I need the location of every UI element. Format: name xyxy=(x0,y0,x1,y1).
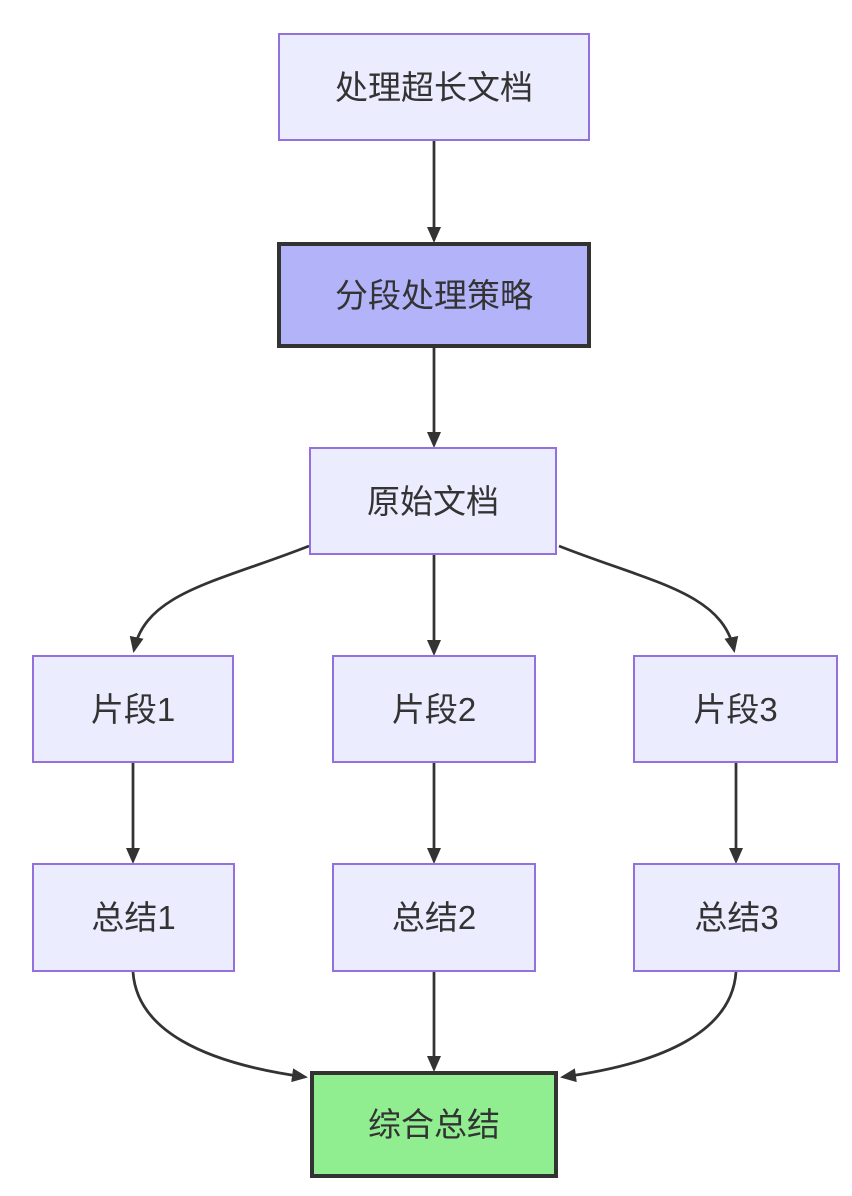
edge-summary1-final xyxy=(131,971,308,1083)
node-chunk-1-label: 片段1 xyxy=(90,690,176,728)
node-chunk-3: 片段3 xyxy=(633,655,838,763)
node-chunk-2-label: 片段2 xyxy=(391,690,477,728)
node-strategy-label: 分段处理策略 xyxy=(335,276,533,314)
node-strategy: 分段处理策略 xyxy=(277,242,591,348)
node-chunk-1: 片段1 xyxy=(32,655,234,763)
node-root: 处理超长文档 xyxy=(278,33,590,141)
edge-summary3-final xyxy=(560,971,738,1083)
node-root-label: 处理超长文档 xyxy=(335,68,533,106)
node-summary-3: 总结3 xyxy=(633,863,840,972)
node-source-doc-label: 原始文档 xyxy=(367,482,499,520)
edge-source-chunk3 xyxy=(558,544,739,653)
node-summary-2-label: 总结2 xyxy=(391,899,477,936)
node-final-summary-label: 综合总结 xyxy=(368,1106,500,1143)
node-summary-2: 总结2 xyxy=(332,863,536,972)
node-final-summary: 综合总结 xyxy=(310,1071,558,1178)
node-chunk-2: 片段2 xyxy=(332,655,536,763)
node-summary-3-label: 总结3 xyxy=(694,899,779,936)
node-summary-1: 总结1 xyxy=(32,863,235,972)
node-source-doc: 原始文档 xyxy=(309,447,557,555)
node-chunk-3-label: 片段3 xyxy=(693,690,778,728)
edge-source-chunk1 xyxy=(129,544,310,653)
node-summary-1-label: 总结1 xyxy=(91,899,176,936)
